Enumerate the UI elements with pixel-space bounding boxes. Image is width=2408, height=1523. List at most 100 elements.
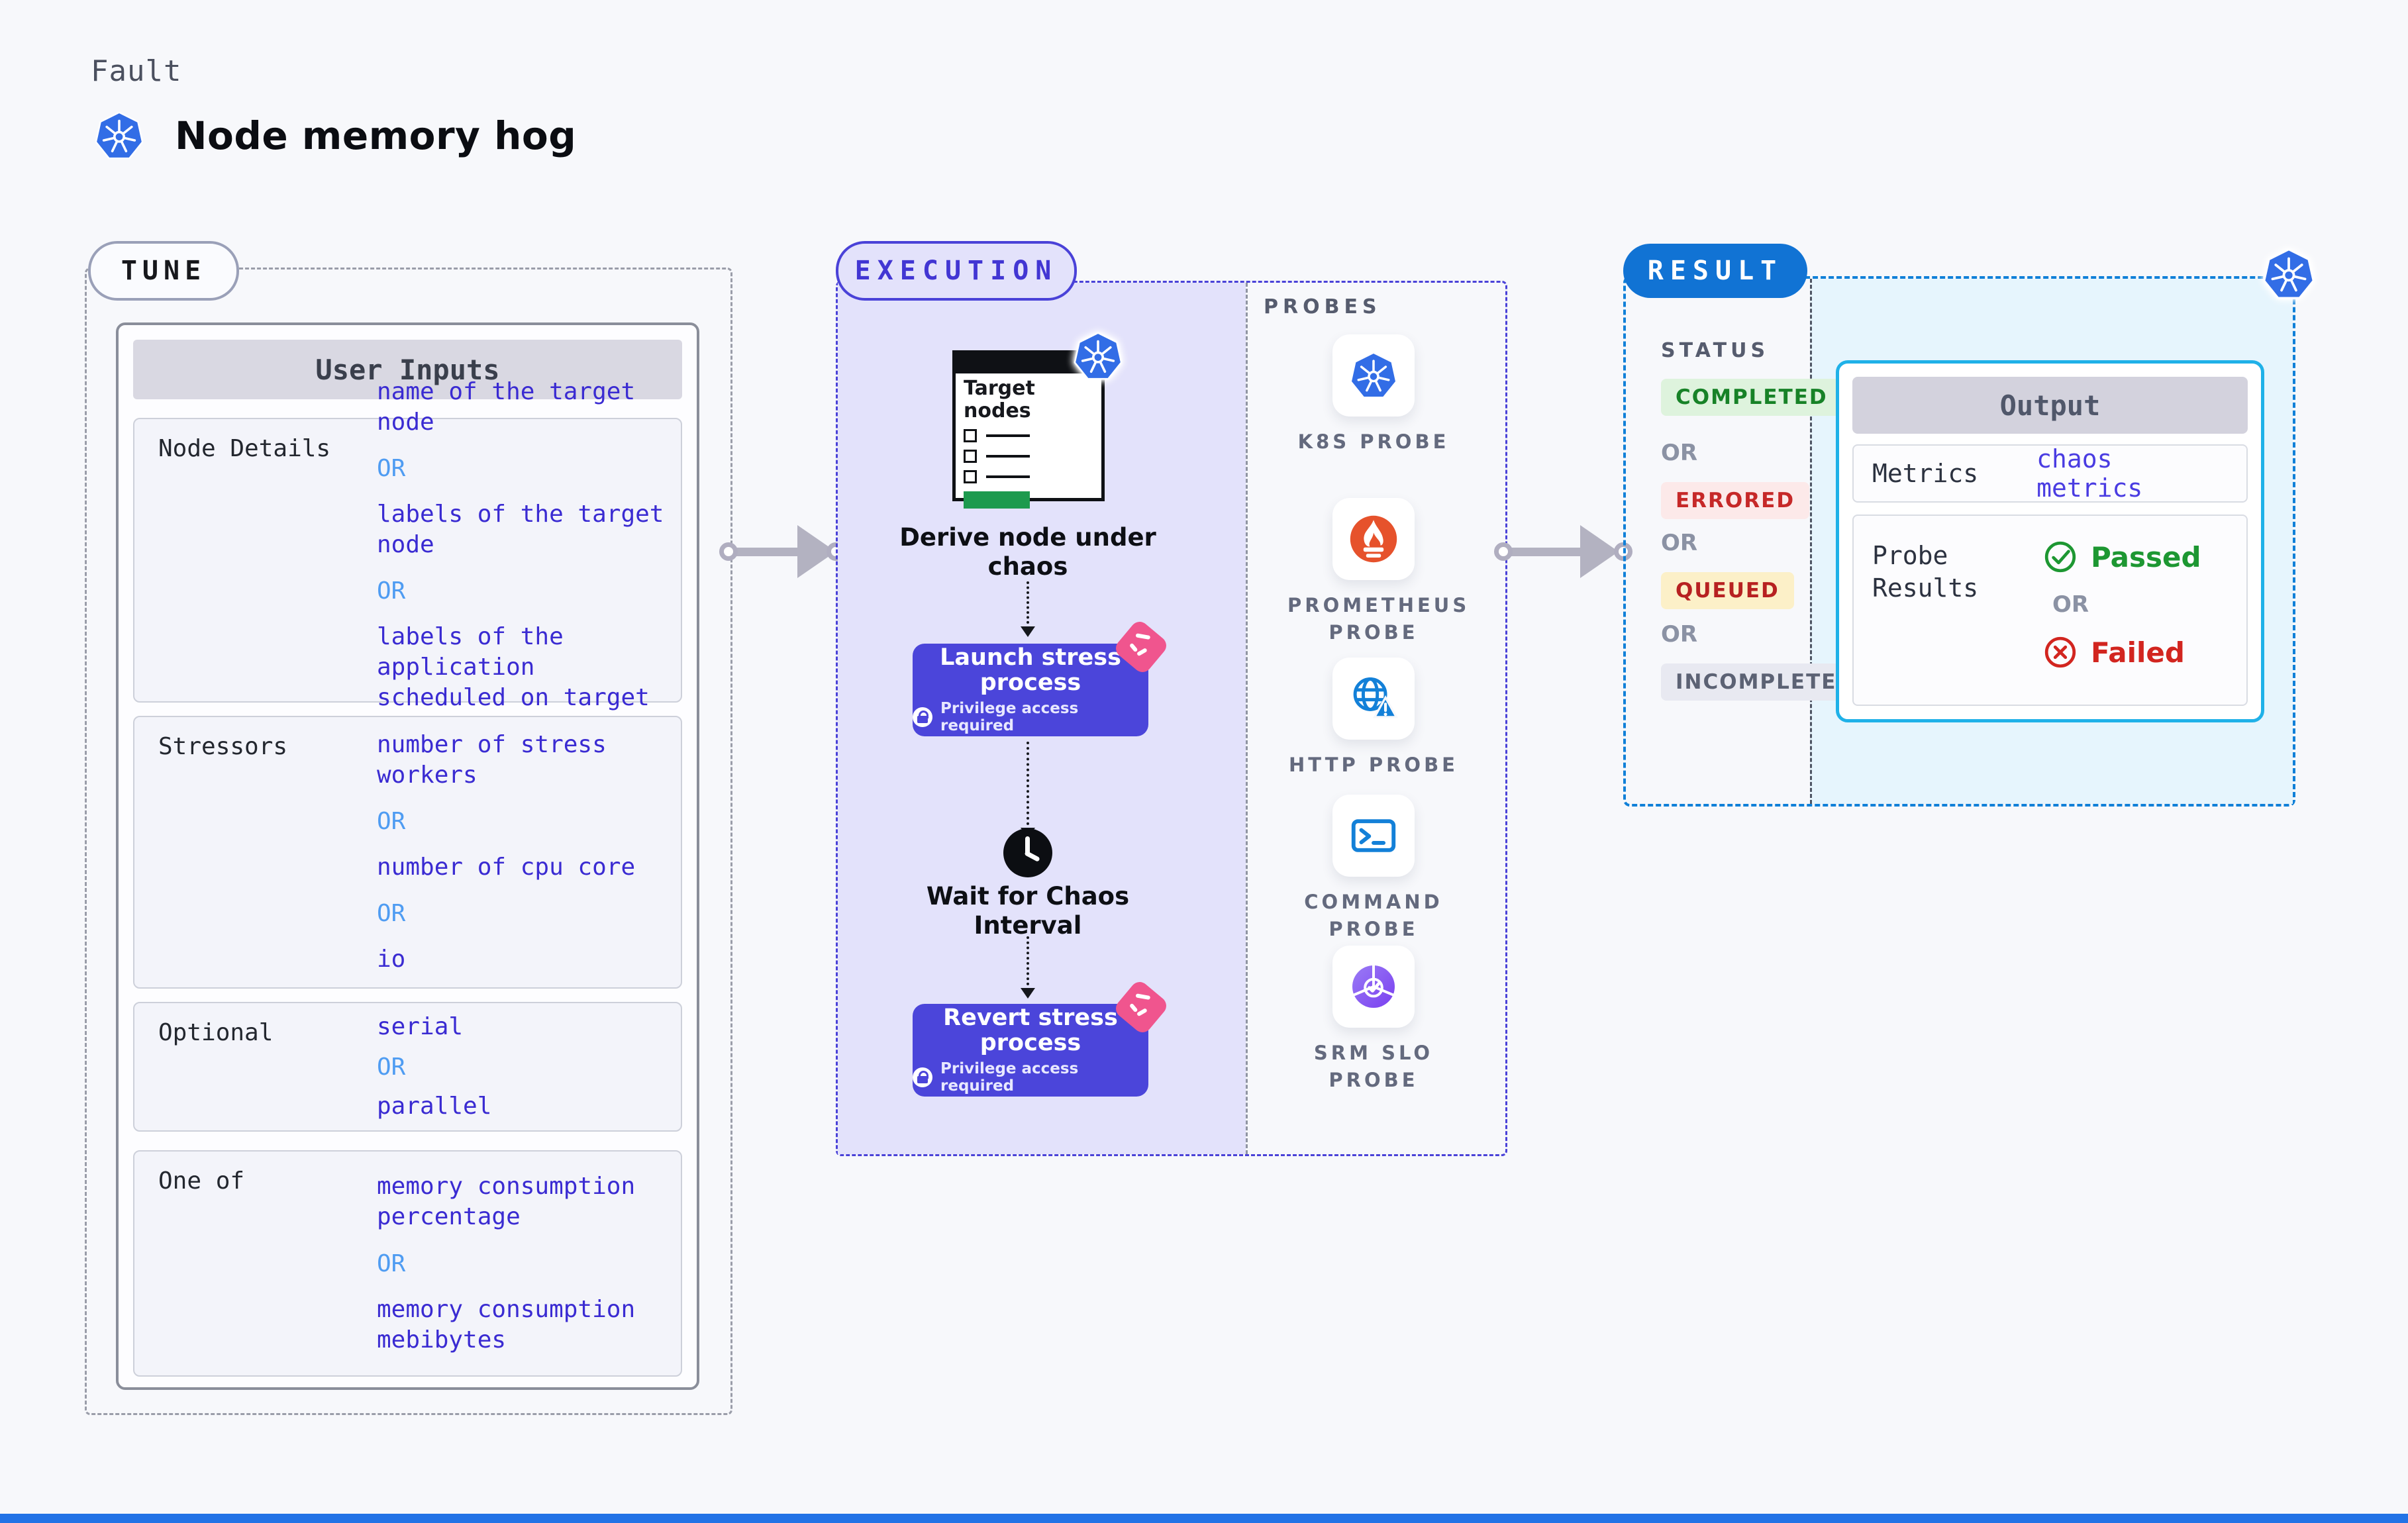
or-label: OR (1661, 530, 1698, 556)
checkbox-icon (964, 470, 977, 484)
row-value: memory consumption mebibytes (377, 1295, 636, 1353)
progress-bar (964, 491, 1030, 509)
check-circle-icon (2043, 540, 2078, 574)
node-checklist-row (964, 450, 1093, 464)
passed-state: Passed (2043, 540, 2201, 574)
probe-item-k8s: K8S PROBE (1244, 334, 1503, 456)
flow-arrow-head (1021, 988, 1035, 999)
execution-badge: EXECUTION (836, 241, 1077, 301)
line-placeholder (986, 455, 1030, 458)
revert-stress-process-button: Revert stress process Privilege access r… (913, 1004, 1148, 1097)
target-card-title: Target nodes (964, 377, 1035, 422)
arrow-shaft (1503, 548, 1583, 556)
line-placeholder (986, 434, 1030, 438)
prometheus-icon (1347, 513, 1400, 565)
row-value: io (377, 946, 406, 973)
result-badge: RESULT (1623, 244, 1807, 298)
or-label: OR (377, 808, 406, 835)
row-value: name of the target node (377, 377, 636, 436)
or-label: OR (2052, 591, 2089, 618)
row-label: Optional (158, 1019, 274, 1046)
table-row-stressors: Stressors number of stress workers OR nu… (133, 716, 682, 989)
status-badge-errored: ERRORED (1661, 482, 1810, 519)
terminal-icon (1346, 808, 1401, 863)
or-label: OR (377, 900, 406, 928)
status-output-divider (1810, 279, 1812, 804)
table-row-one-of: One of memory consumption percentage OR … (133, 1150, 682, 1377)
probe-item-srm-slo: SRM SLO PROBE (1244, 946, 1503, 1093)
page-title: Node memory hog (175, 113, 577, 158)
probe-item-http: HTTP PROBE (1244, 658, 1503, 779)
node-checklist-row (964, 470, 1093, 484)
kubernetes-icon (93, 109, 146, 162)
arrow-head (1580, 525, 1619, 578)
kubernetes-icon (2261, 246, 2317, 302)
derive-node-label: Derive node under chaos (899, 523, 1156, 581)
metrics-label: Metrics (1872, 459, 1979, 488)
probe-results-row: Probe Results Passed OR Failed (1852, 515, 2248, 706)
or-label: OR (377, 577, 406, 605)
line-placeholder (986, 475, 1030, 479)
probe-item-prometheus: PROMETHEUS PROBE (1244, 498, 1503, 646)
probe-card (1332, 498, 1415, 580)
or-label: OR (377, 1053, 406, 1081)
row-values: number of stress workers OR number of cp… (377, 731, 668, 973)
output-title: Output (1852, 377, 2248, 434)
kubernetes-icon (1348, 350, 1399, 401)
probes-divider (1246, 283, 1248, 1154)
failed-label: Failed (2091, 636, 2185, 669)
probe-label: K8S PROBE (1297, 430, 1450, 453)
launch-stress-process-button: Launch stress process Privilege access r… (913, 644, 1148, 736)
probe-card (1332, 795, 1415, 877)
privilege-label: Privilege access required (940, 699, 1079, 734)
flow-connector (1027, 936, 1029, 985)
flow-connector (1027, 742, 1029, 825)
probe-card (1332, 334, 1415, 417)
kubernetes-icon (1072, 330, 1125, 383)
row-label: One of (158, 1167, 245, 1195)
tune-badge: TUNE (88, 241, 239, 301)
bottom-accent-bar (0, 1514, 2408, 1523)
probe-results-label: Probe Results (1872, 541, 1979, 603)
output-card: Output Metrics chaos metrics Probe Resul… (1836, 360, 2264, 722)
row-label: Stressors (158, 733, 288, 760)
connector-dot (719, 542, 738, 561)
privilege-label: Privilege access required (940, 1059, 1079, 1095)
row-values: name of the target node OR labels of the… (377, 378, 668, 742)
arrow-shaft (728, 548, 799, 556)
user-inputs-title: User Inputs (133, 340, 682, 399)
passed-label: Passed (2091, 540, 2201, 573)
probe-label: HTTP PROBE (1288, 754, 1458, 776)
probe-card (1332, 946, 1415, 1028)
row-label: Node Details (158, 435, 331, 462)
status-badge-completed: COMPLETED (1661, 379, 1842, 416)
flow-connector (1027, 581, 1029, 624)
fault-label: Fault (91, 54, 182, 88)
button-label: Launch stress process (940, 644, 1121, 696)
row-value: parallel (377, 1092, 492, 1120)
or-label: OR (377, 1250, 406, 1277)
wait-chaos-label: Wait for Chaos Interval (926, 882, 1130, 940)
probes-title: PROBES (1264, 295, 1381, 319)
status-badge-queued: QUEUED (1661, 572, 1794, 609)
status-badge-incompleted: INCOMPLETED (1661, 663, 1870, 701)
or-label: OR (1661, 440, 1698, 466)
title-row: Node memory hog (93, 109, 576, 162)
connector-dot (1494, 542, 1513, 561)
probe-label: SRM SLO PROBE (1313, 1042, 1434, 1091)
flow-arrow-head (1021, 626, 1035, 637)
row-values: serial OR parallel (377, 1013, 668, 1119)
probe-item-command: COMMAND PROBE (1244, 795, 1503, 942)
slo-pie-check-icon (1347, 960, 1400, 1013)
arrow-tune-to-execution (719, 524, 845, 579)
probe-label: PROMETHEUS PROBE (1287, 594, 1470, 644)
privilege-row: Privilege access required (913, 1060, 1148, 1095)
checkbox-icon (964, 429, 977, 443)
row-value: serial (377, 1013, 464, 1041)
probe-label: COMMAND PROBE (1304, 891, 1443, 940)
row-value: labels of the target node (377, 500, 664, 558)
or-label: OR (1661, 621, 1698, 648)
node-checklist-row (964, 429, 1093, 443)
button-label: Revert stress process (943, 1005, 1118, 1056)
row-values: memory consumption percentage OR memory … (377, 1167, 668, 1359)
